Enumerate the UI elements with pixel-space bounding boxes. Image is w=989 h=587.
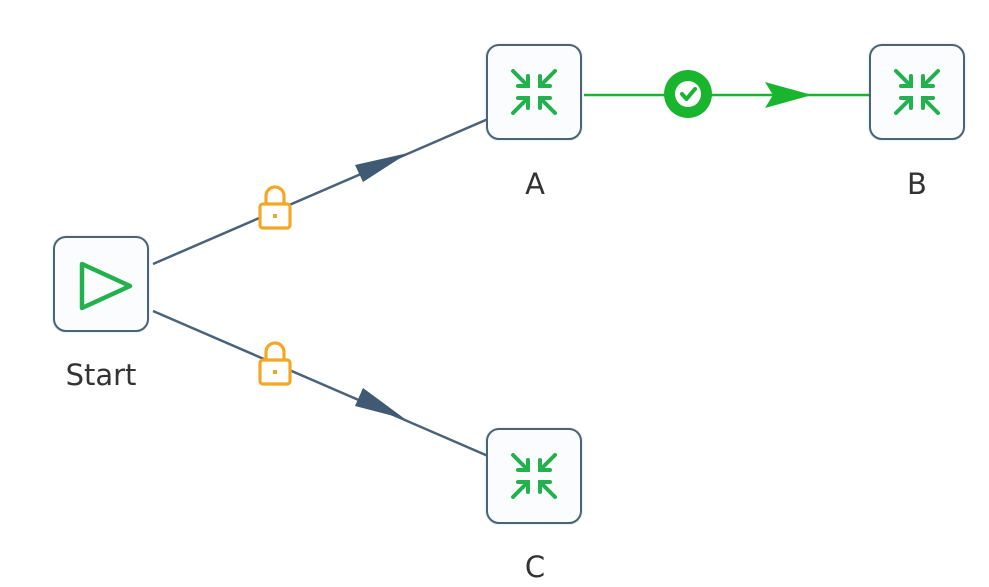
play-triangle-icon: [79, 261, 133, 311]
arrowhead: [355, 153, 408, 182]
lock-icon: [258, 185, 292, 230]
collapse-arrows-icon: [894, 69, 940, 115]
lock-icon: [258, 341, 292, 386]
node-start[interactable]: [53, 236, 149, 332]
node-label-c: C: [524, 550, 546, 584]
node-label-start: Start: [65, 358, 137, 392]
arrowhead: [355, 388, 405, 419]
node-label-a: A: [525, 167, 545, 201]
edge-start-to-c[interactable]: [152, 309, 489, 458]
node-label-b: B: [907, 167, 927, 201]
collapse-arrows-icon: [511, 453, 557, 499]
edge-a-to-b[interactable]: [584, 70, 870, 118]
arrowhead: [765, 82, 812, 108]
node-c[interactable]: [486, 428, 582, 524]
check-circle-icon: [664, 70, 712, 118]
node-a[interactable]: [486, 44, 582, 140]
collapse-arrows-icon: [511, 69, 557, 115]
node-b[interactable]: [869, 44, 965, 140]
edge-start-to-a[interactable]: [152, 117, 489, 266]
